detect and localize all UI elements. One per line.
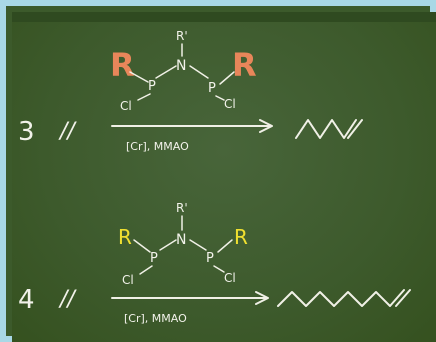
bond-r-p-left	[133, 239, 151, 253]
n-substituent-label: R'	[176, 29, 188, 43]
ratio-mark: //	[58, 119, 77, 144]
conditions-label: [Cr], MMAO	[126, 140, 189, 153]
cl-right: Cl	[224, 97, 236, 111]
ratio-mark: //	[58, 287, 77, 312]
pnp-ligand-structure: R' N P P R R Cl Cl	[118, 201, 248, 287]
product-double-bond	[395, 289, 411, 307]
bond-n-p-right	[189, 239, 207, 251]
atom-p-left: P	[148, 79, 156, 94]
r-group-left: R	[118, 225, 132, 249]
conditions-label: [Cr], MMAO	[124, 312, 187, 325]
product-double-bond	[347, 119, 363, 139]
bond-p-cl-right	[215, 95, 225, 101]
atom-p-right: P	[208, 81, 216, 96]
r-group-right: R	[234, 225, 248, 249]
bond-r-p-left	[129, 71, 149, 83]
bond-p-cl-left	[137, 93, 151, 101]
cl-right: Cl	[224, 271, 236, 285]
reaction-number: 4	[18, 285, 35, 315]
bond-r-p-right	[217, 239, 233, 253]
pnp-ligand-structure: R' N P P R R Cl Cl	[110, 29, 257, 113]
bond-n-p-right	[189, 65, 209, 79]
reaction-number: 3	[18, 117, 35, 147]
arrowhead	[255, 291, 269, 305]
bond-n-p-left	[159, 239, 177, 251]
bond-p-cl-right	[213, 265, 225, 273]
bond-r-p-right	[219, 71, 235, 85]
reaction-4: 4 // R' N P P R R Cl Cl [Cr], MMAO	[18, 201, 411, 325]
atom-n: N	[176, 232, 186, 248]
r-group-right: R	[232, 46, 257, 84]
product-octene-chain	[277, 289, 405, 307]
r-group-left: R	[110, 46, 135, 84]
cl-left: Cl	[122, 273, 134, 287]
atom-n: N	[176, 58, 186, 74]
n-substituent-label: R'	[176, 201, 188, 215]
bond-n-p-left	[155, 65, 177, 79]
product-hexene-chain	[295, 119, 357, 139]
chalkboard-surface	[12, 12, 436, 342]
bond-p-cl-left	[139, 265, 153, 275]
reaction-3: 3 // R' N P P R R Cl Cl [Cr], MMAO	[18, 29, 363, 153]
cl-left: Cl	[120, 99, 132, 113]
arrowhead	[259, 119, 273, 133]
atom-p-right: P	[206, 251, 214, 266]
atom-p-left: P	[150, 251, 158, 266]
